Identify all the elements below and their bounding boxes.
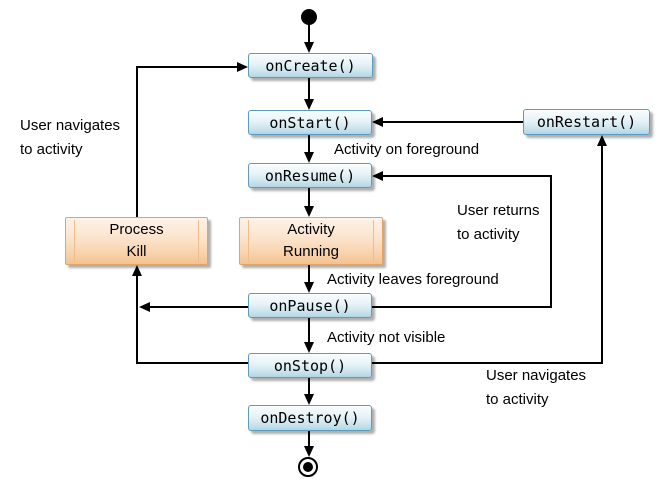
edge-onpause-processkill-arrowhead [139, 302, 150, 312]
edge-onstop-onrestart-vline [601, 146, 603, 364]
label-activity-on-foreground: Activity on foreground [334, 141, 480, 158]
label-line: to activity [20, 141, 83, 158]
edge-onpause-processkill-line [150, 306, 248, 308]
node-onrestart: onRestart() [523, 109, 650, 135]
edge-processkill-oncreate-arrowhead [237, 62, 248, 72]
edge-onstart-onresume-arrowhead [304, 152, 314, 163]
edge-onstop-processkill-hline [136, 362, 248, 364]
node-label: Process [109, 221, 164, 238]
edge-running-onpause-line [308, 265, 310, 283]
node-label: Activity [287, 221, 335, 238]
edge-onpause-onresume-vline [550, 175, 552, 307]
edge-onrestart-onstart-arrowhead [372, 117, 383, 127]
edge-onpause-onresume-hline-top [383, 175, 552, 177]
node-process-kill: Process Kill [65, 217, 208, 265]
edge-onstop-onrestart-hline [372, 362, 603, 364]
uml-initial-node-icon [301, 9, 317, 25]
edge-ondestroy-end-line [308, 431, 310, 446]
node-activity-running: Activity Running [239, 217, 383, 265]
label-user-returns: User returns to activity [457, 199, 540, 247]
node-label: onStart() [269, 113, 351, 132]
label-line: User returns [457, 202, 540, 219]
node-onpause: onPause() [248, 293, 372, 318]
edge-oncreate-onstart-line [308, 78, 310, 100]
label-line: to activity [486, 391, 549, 408]
edge-onrestart-onstart-line [383, 121, 523, 123]
node-label: Running [283, 243, 339, 260]
node-label: onRestart() [536, 113, 637, 131]
edge-processkill-oncreate-hline [136, 66, 238, 68]
edge-onstop-processkill-arrowhead [132, 265, 142, 276]
uml-final-node-dot [303, 462, 313, 472]
node-onstop: onStop() [248, 353, 372, 378]
node-ondestroy: onDestroy() [248, 405, 372, 431]
label-line: to activity [457, 226, 520, 243]
edge-start-oncreate-arrowhead [304, 42, 314, 53]
edge-onpause-onstop-arrowhead [304, 342, 314, 353]
label-activity-leaves-foreground: Activity leaves foreground [327, 271, 499, 288]
node-label: onCreate() [265, 56, 356, 75]
node-oncreate: onCreate() [248, 53, 373, 78]
edge-onresume-running-line [308, 188, 310, 207]
label-user-navigates-left: User navigates to activity [20, 114, 120, 162]
edge-running-onpause-arrowhead [304, 282, 314, 293]
node-label: onPause() [269, 296, 351, 315]
edge-processkill-oncreate-vline [136, 67, 138, 217]
edge-start-oncreate-line [308, 25, 310, 43]
edge-oncreate-onstart-arrowhead [304, 99, 314, 110]
edge-onstop-processkill-vline [136, 276, 138, 364]
uml-final-node-icon [298, 457, 318, 477]
node-label: onDestroy() [260, 409, 360, 427]
label-user-navigates-right: User navigates to activity [486, 364, 586, 412]
node-label: onStop() [273, 356, 347, 375]
panel-rail-left [248, 220, 249, 262]
edge-onresume-running-arrowhead [304, 206, 314, 217]
edge-onpause-onresume-hline-bottom [372, 306, 552, 308]
edge-onpause-onresume-arrowhead [372, 171, 383, 181]
edge-onpause-onstop-line [308, 318, 310, 343]
edge-ondestroy-end-arrowhead [304, 446, 314, 457]
panel-rail-right [373, 220, 374, 262]
label-activity-not-visible: Activity not visible [327, 329, 446, 346]
edge-onstart-onresume-line [308, 135, 310, 153]
panel-rail-left [74, 220, 75, 262]
edge-onstop-ondestroy-line [308, 378, 310, 395]
node-label: onResume() [264, 166, 356, 185]
panel-rail-right [198, 220, 199, 262]
label-line: User navigates [486, 367, 587, 384]
node-label: Kill [126, 243, 147, 260]
edge-onstop-ondestroy-arrowhead [304, 394, 314, 405]
edge-onstop-onrestart-arrowhead [597, 135, 607, 146]
node-onresume: onResume() [248, 163, 372, 188]
node-onstart: onStart() [248, 110, 372, 135]
label-line: User navigates [20, 117, 121, 134]
